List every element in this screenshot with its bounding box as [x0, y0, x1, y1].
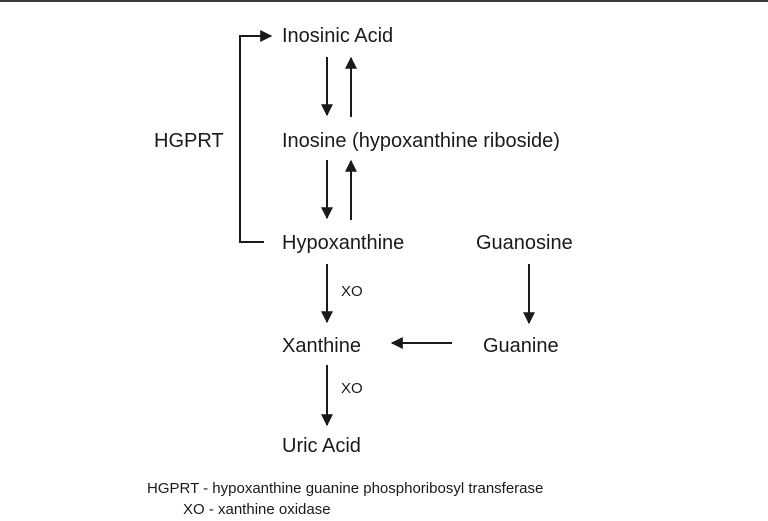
node-hypoxanthine: Hypoxanthine [282, 231, 404, 255]
node-guanosine: Guanosine [476, 231, 573, 255]
node-guanine: Guanine [483, 334, 559, 358]
legend-hgprt: HGPRT - hypoxanthine guanine phosphoribo… [147, 480, 543, 498]
enzyme-label-hgprt: HGPRT [154, 129, 224, 153]
node-inosinic-acid: Inosinic Acid [282, 24, 393, 48]
enzyme-label-xo-1: XO [341, 283, 363, 301]
legend-xo: XO - xanthine oxidase [183, 501, 331, 519]
enzyme-label-xo-2: XO [341, 380, 363, 398]
node-xanthine: Xanthine [282, 334, 361, 358]
node-inosine: Inosine (hypoxanthine riboside) [282, 129, 560, 153]
hgprt-salvage-bracket [240, 36, 271, 242]
node-uric-acid: Uric Acid [282, 434, 361, 458]
